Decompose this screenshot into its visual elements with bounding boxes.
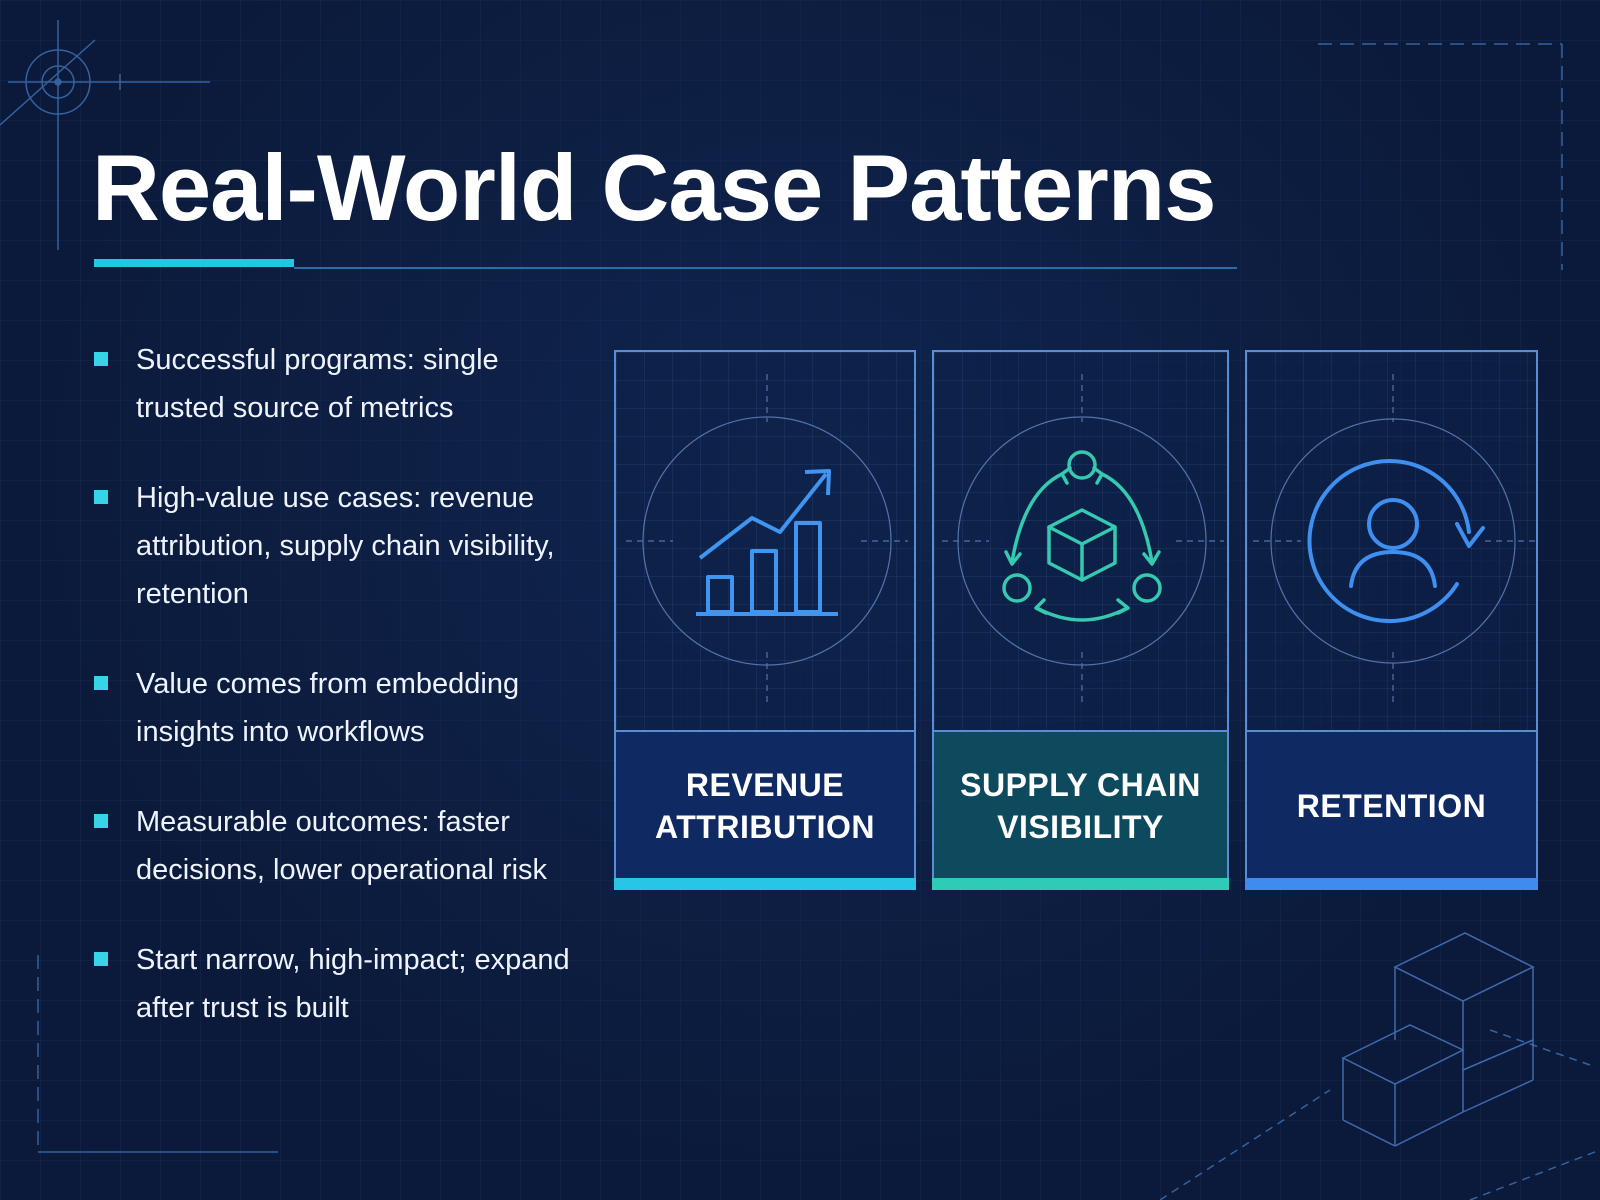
bullet-text: Successful programs: single trusted sour… [136,344,499,424]
user-cycle-icon [1253,374,1535,707]
card-revenue-attribution: REVENUE ATTRIBUTION [614,350,916,890]
bullet-text: High-value use cases: revenue attributio… [136,482,555,610]
square-bullet-icon [94,676,108,690]
bullet-item: Value comes from embedding insights into… [94,660,594,756]
square-bullet-icon [94,490,108,504]
bullet-item: High-value use cases: revenue attributio… [94,474,594,618]
bullet-text: Start narrow, high-impact; expand after … [136,944,570,1024]
card-accent-bar [1245,878,1538,890]
bullet-item: Measurable outcomes: faster decisions, l… [94,798,594,894]
card-label: SUPPLY CHAIN VISIBILITY [934,730,1227,880]
bullet-item: Start narrow, high-impact; expand after … [94,936,594,1032]
bullet-text: Measurable outcomes: faster decisions, l… [136,806,548,886]
square-bullet-icon [94,814,108,828]
square-bullet-icon [94,352,108,366]
page-title: Real-World Case Patterns [92,135,1217,240]
card-retention: RETENTION [1245,350,1538,890]
cycle-cube-icon [942,374,1224,707]
bar-chart-trend-icon [626,374,908,707]
title-underline [294,267,1237,269]
bullet-list: Successful programs: single trusted sour… [94,336,594,1032]
square-bullet-icon [94,952,108,966]
card-accent-bar [614,878,916,890]
bullet-text: Value comes from embedding insights into… [136,668,520,748]
title-underline-accent [94,259,294,267]
bullet-item: Successful programs: single trusted sour… [94,336,594,432]
card-label: RETENTION [1247,730,1536,880]
card-accent-bar [932,878,1229,890]
card-supply-chain-visibility: SUPPLY CHAIN VISIBILITY [932,350,1229,890]
card-label: REVENUE ATTRIBUTION [616,730,914,880]
